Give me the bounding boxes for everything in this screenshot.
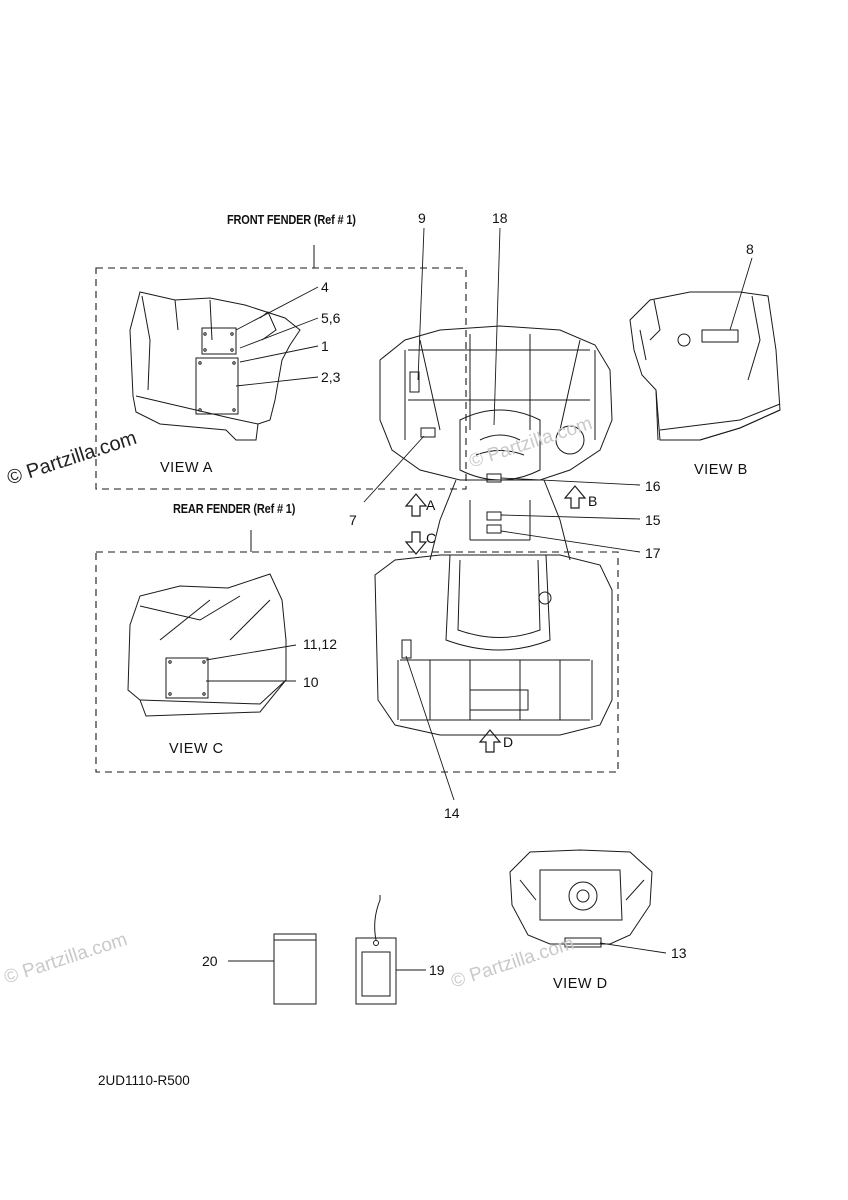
item-19-tag [355,895,397,1005]
callout-16: 16 [645,478,661,494]
callout-11-12: 11,12 [303,636,337,652]
callout-14: 14 [444,805,460,821]
view-c-title: VIEW C [169,741,224,757]
item-20-booklet [273,933,317,1005]
callout-2-3: 2,3 [321,369,341,385]
callout-13-leader [599,942,667,954]
view-b-title: VIEW B [694,462,748,478]
view-b-fender-drawing [629,291,781,441]
arrow-c-letter: C [426,530,437,546]
callout-13: 13 [671,945,687,961]
callout-8: 8 [746,241,754,257]
callout-8-leader [729,257,753,331]
view-arrows [404,485,587,753]
callout-19: 19 [429,962,445,978]
callout-15: 15 [645,512,661,528]
rear-fender-box [95,551,619,773]
callout-17: 17 [645,545,661,561]
view-a-leaders [235,286,319,387]
view-a-title: VIEW A [160,460,213,476]
front-fender-header: FRONT FENDER (Ref # 1) [227,213,356,227]
callout-5-6: 5,6 [321,310,341,326]
callout-4: 4 [321,279,329,295]
view-c-leaders [205,644,297,682]
view-c-fender-drawing [127,573,287,717]
view-a-fender-drawing [129,291,301,441]
callout-20: 20 [202,953,218,969]
diagram-code: 2UD1110-R500 [98,1073,190,1088]
atv-top-view-drawing [374,325,613,736]
callout-10: 10 [303,674,319,690]
arrow-b-letter: B [588,493,598,509]
view-d-drawing [509,849,653,948]
main-view-leaders [363,227,641,801]
callout-1: 1 [321,338,329,354]
view-d-title: VIEW D [553,976,608,992]
arrow-a-letter: A [426,497,436,513]
callout-9: 9 [418,210,426,226]
front-fender-box [95,267,467,490]
callout-18: 18 [492,210,508,226]
callout-7: 7 [349,512,357,528]
arrow-d-letter: D [503,734,514,750]
rear-fender-header: REAR FENDER (Ref # 1) [173,502,296,516]
